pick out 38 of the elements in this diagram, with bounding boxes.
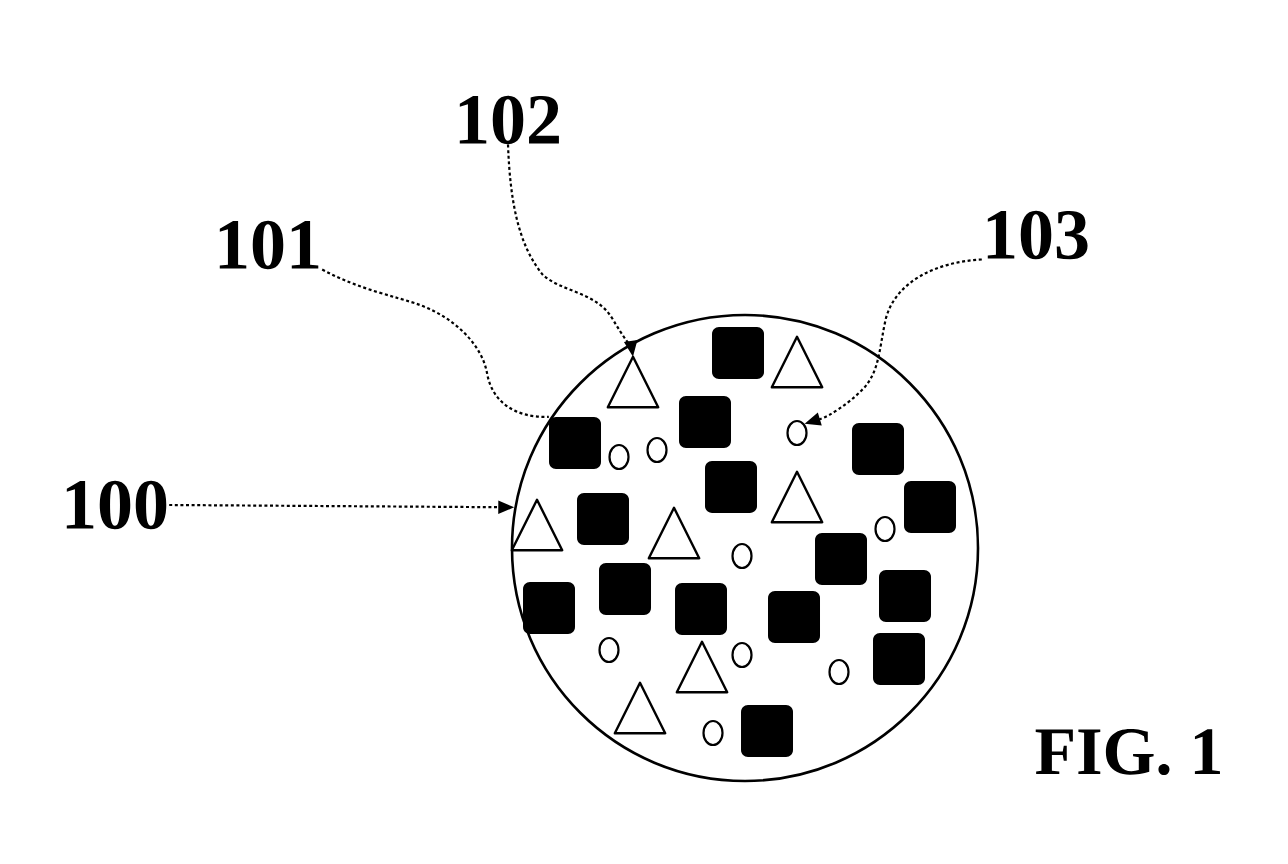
callout-number: 103 — [987, 210, 1088, 260]
filled-square — [904, 481, 956, 533]
circle — [510, 313, 980, 783]
triangle — [606, 355, 660, 409]
small-oval — [731, 542, 753, 570]
filled-square — [549, 417, 601, 469]
filled-square — [873, 633, 925, 685]
small-oval — [646, 436, 668, 464]
filled-square — [679, 396, 731, 448]
small-oval — [874, 515, 896, 543]
leader-line — [321, 268, 549, 418]
small-oval — [598, 636, 620, 664]
callout-number: 101 — [219, 220, 319, 270]
filled-square — [577, 493, 629, 545]
filled-square — [768, 591, 820, 643]
callout-number: 102 — [459, 95, 559, 145]
filled-square — [712, 327, 764, 379]
filled-square — [675, 583, 727, 635]
filled-square — [741, 705, 793, 757]
filled-square — [879, 570, 931, 622]
triangle — [770, 335, 824, 389]
triangle — [510, 498, 564, 552]
small-oval — [702, 719, 724, 747]
triangle — [647, 506, 701, 560]
filled-square — [705, 461, 757, 513]
triangle — [613, 681, 667, 735]
callout-number: 100 — [66, 480, 167, 530]
filled-square — [599, 563, 651, 615]
small-oval — [731, 641, 753, 669]
small-oval — [786, 419, 808, 447]
filled-square — [815, 533, 867, 585]
triangle — [675, 640, 729, 694]
small-oval — [608, 443, 630, 471]
triangle — [770, 470, 824, 524]
figure-label: FIG. 1 — [1035, 729, 1220, 775]
small-oval — [828, 658, 850, 686]
filled-square — [852, 423, 904, 475]
filled-square — [523, 582, 575, 634]
